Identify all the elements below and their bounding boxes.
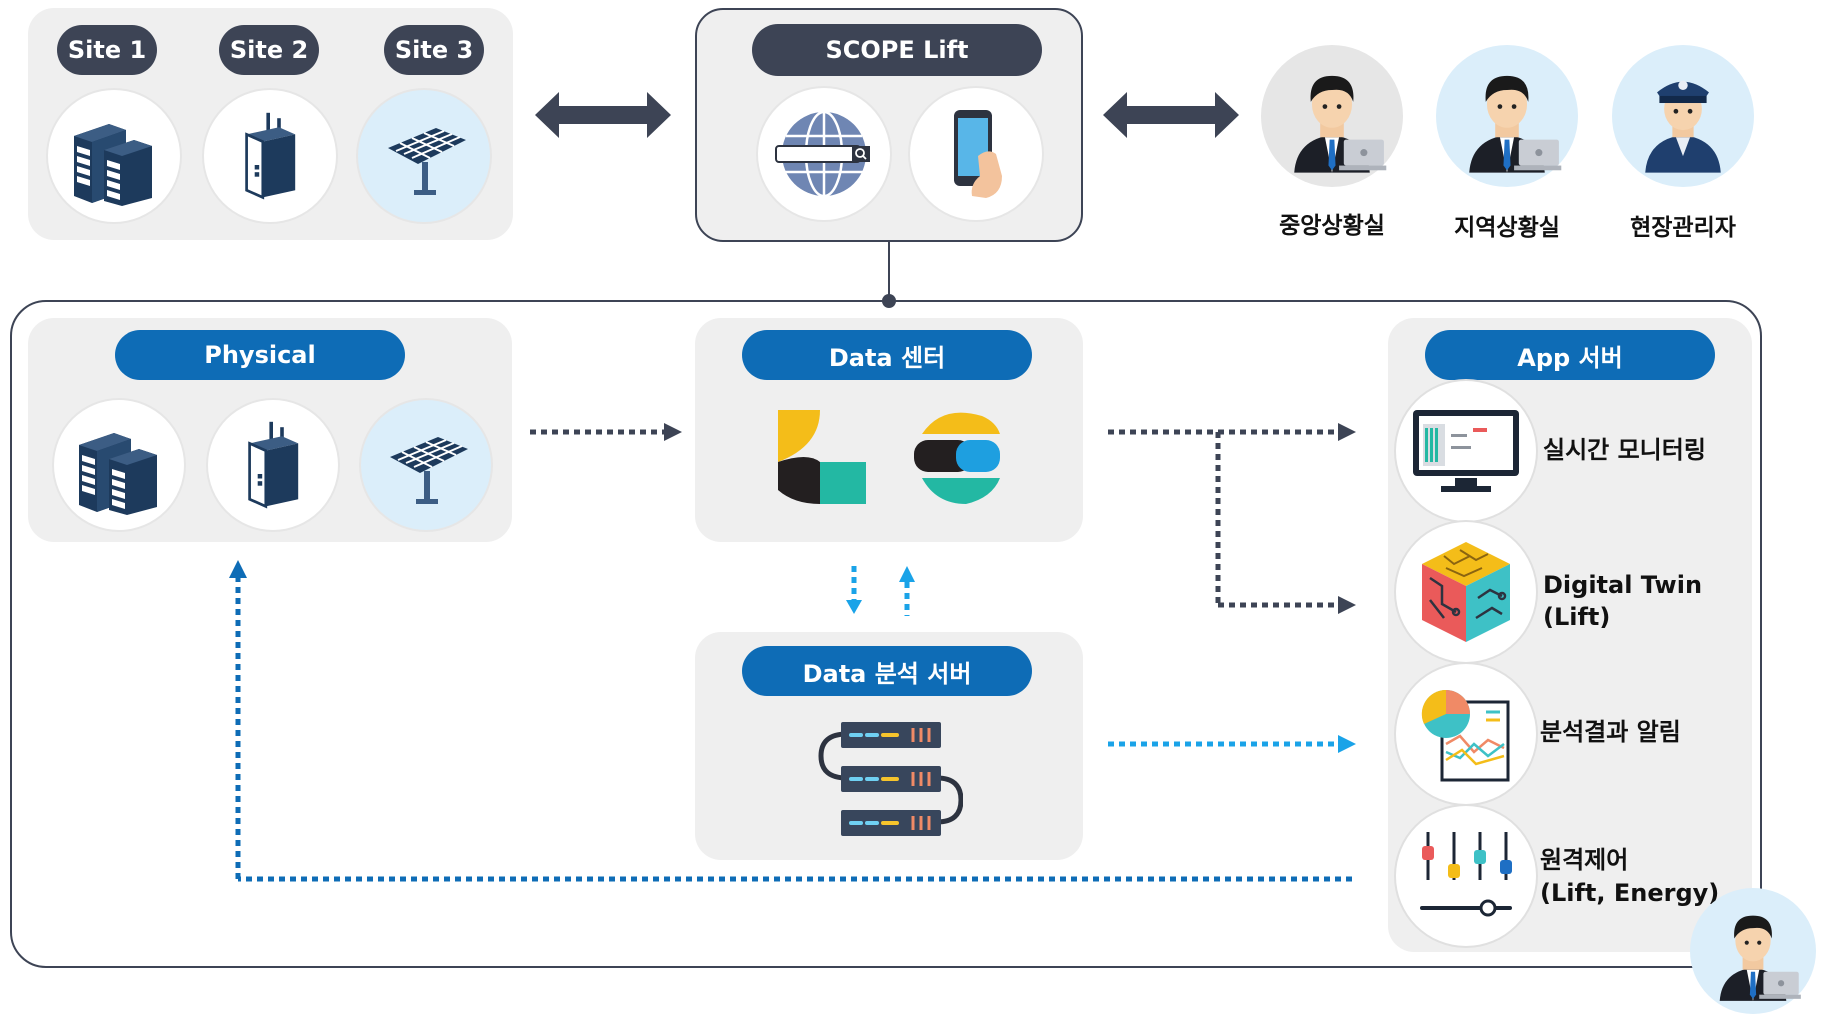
- bidirectional-arrow-right: [1103, 92, 1239, 138]
- arrow-analysis-to-app: [1108, 735, 1356, 753]
- arrow-datacenter-analysis: [846, 566, 915, 616]
- elevator-icon: [208, 400, 338, 530]
- building-icon: [54, 400, 184, 530]
- solar-panel-icon: [358, 90, 490, 222]
- arrow-datacenter-to-app: [1108, 423, 1356, 614]
- scope-connector-line: [888, 242, 890, 300]
- data-center-title: Data 센터: [742, 330, 1032, 380]
- app-item-control-label-2: (Lift, Energy): [1540, 879, 1720, 907]
- app-server-title: App 서버: [1425, 330, 1715, 380]
- user-label-central: 중앙상황실: [1279, 213, 1385, 239]
- solar-panel-icon: [361, 400, 491, 530]
- globe-search-icon: [758, 88, 890, 220]
- app-item-control-label-1: 원격제어: [1540, 846, 1629, 874]
- user-label-regional: 지역상황실: [1454, 215, 1560, 241]
- kibana-logo: [778, 410, 866, 504]
- user-label-field: 현장관리자: [1630, 215, 1736, 241]
- analysis-title: Data 분석 서버: [742, 646, 1032, 696]
- digital-twin-cube-icon: [1396, 522, 1536, 662]
- bidirectional-arrow-left: [535, 92, 671, 138]
- building-icon: [48, 90, 180, 222]
- site-2-label: Site 2: [219, 25, 319, 75]
- operator-icon: [1261, 45, 1403, 187]
- physical-title: Physical: [115, 330, 405, 380]
- mobile-phone-icon: [910, 88, 1042, 220]
- control-sliders-icon: [1396, 806, 1536, 946]
- site-3-label: Site 3: [384, 25, 484, 75]
- arrow-physical-to-datacenter: [530, 423, 682, 441]
- operator-icon: [1690, 888, 1816, 1014]
- arrow-control-to-physical: [229, 560, 1352, 882]
- app-item-twin-label-2: (Lift): [1543, 603, 1611, 631]
- elevator-icon: [204, 90, 336, 222]
- system-frame: [10, 300, 1762, 968]
- app-item-twin-label-1: Digital Twin: [1543, 571, 1703, 599]
- site-1-label: Site 1: [57, 25, 157, 75]
- operator-icon: [1436, 45, 1578, 187]
- app-item-alert-label: 분석결과 알림: [1540, 718, 1681, 746]
- elastic-logo: [914, 412, 1000, 504]
- scope-lift-title: SCOPE Lift: [752, 24, 1042, 76]
- analysis-chart-icon: [1396, 664, 1536, 804]
- app-item-monitoring-label: 실시간 모니터링: [1543, 436, 1706, 464]
- officer-icon: [1612, 45, 1754, 187]
- monitor-icon: [1396, 381, 1536, 521]
